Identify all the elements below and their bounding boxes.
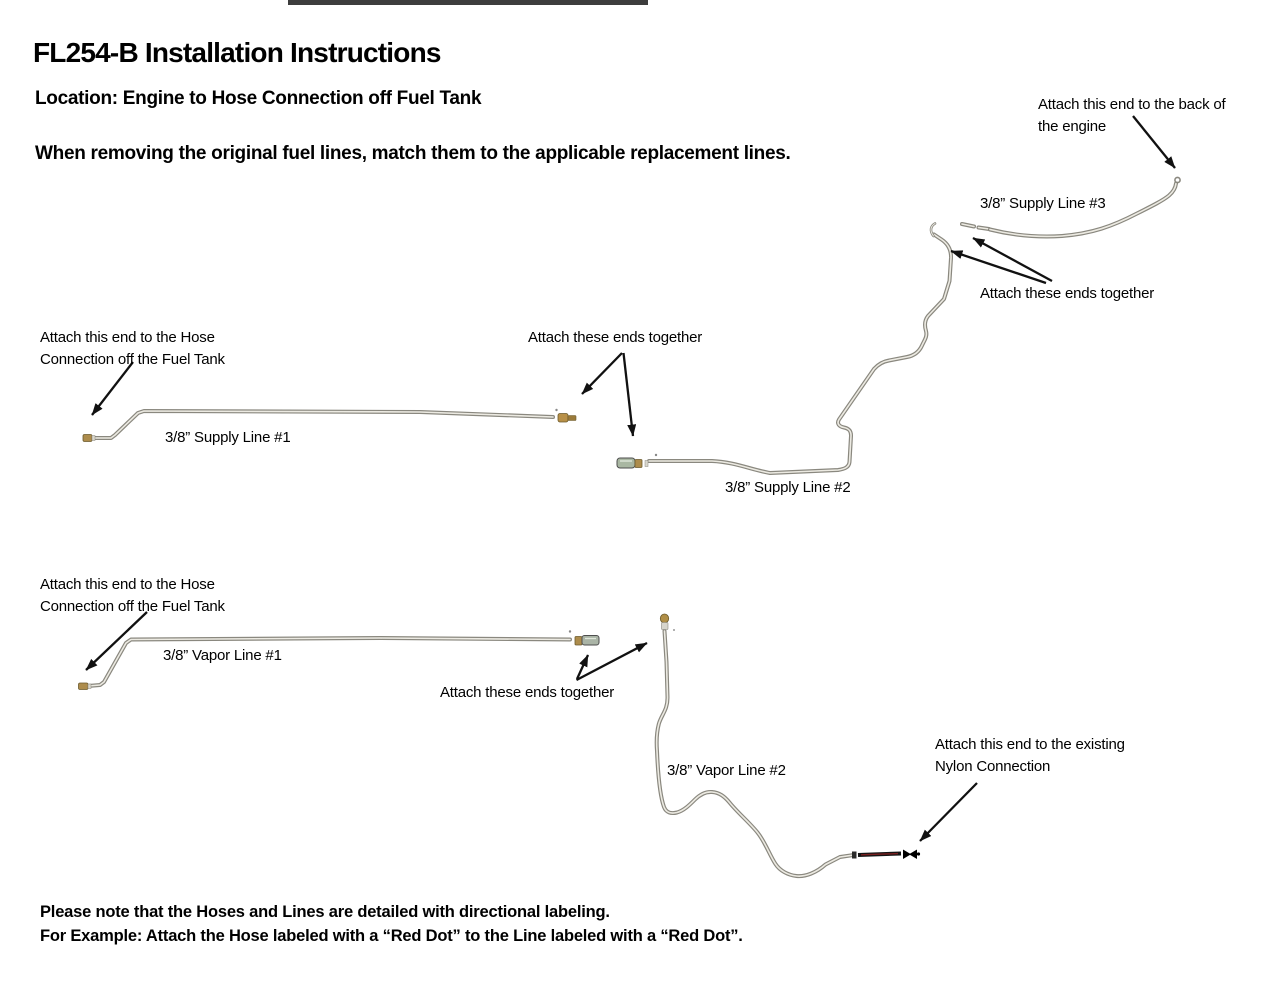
page-title: FL254-B Installation Instructions	[33, 37, 441, 68]
vapor-line-2-top-fitting	[659, 613, 675, 631]
location-line: Location: Engine to Hose Connection off …	[35, 88, 482, 109]
arrow-vapor1-to-fuel-tank-end	[85, 611, 148, 671]
arrow-join12-to-supply2-end	[622, 352, 637, 437]
intro-note: When removing the original fuel lines, m…	[35, 143, 791, 164]
annotation-engine-end: Attach this end to the back of the engin…	[1038, 94, 1226, 138]
vapor-line-2-label: 3/8” Vapor Line #2	[667, 762, 786, 779]
annotation-join-vapor-1-2: Attach these ends together	[440, 684, 615, 701]
supply-line-2-tube	[647, 222, 954, 475]
supply-line-1-left-fitting	[82, 434, 96, 442]
supply-line-1-label: 3/8” Supply Line #1	[165, 429, 291, 446]
annotation-join-supply-2-3: Attach these ends together	[980, 285, 1155, 302]
arrow-join12-to-supply1-end	[581, 352, 623, 395]
cropped-top-bar	[288, 0, 648, 5]
arrow-joinv-to-vapor2-end	[575, 641, 648, 682]
vapor-line-1-right-fitting	[568, 630, 600, 646]
annotation-line: Attach this end to the existing	[935, 736, 1125, 753]
vapor-line-1-left-fitting	[78, 682, 92, 690]
annotation-supply1-fuel-tank-end: Attach this end to the Hose Connection o…	[40, 327, 225, 371]
supply-line-3-label: 3/8” Supply Line #3	[980, 195, 1106, 212]
annotation-line: Attach this end to the Hose	[40, 329, 215, 346]
supply-line-1-right-fitting	[555, 408, 577, 423]
arrow-joinv-to-vapor1-end	[575, 654, 590, 680]
arrow-to-engine-end	[1132, 115, 1176, 169]
annotation-line: the engine	[1038, 118, 1107, 135]
vapor-line-2-nylon-end	[852, 849, 921, 859]
supply-line-2-label: 3/8” Supply Line #2	[725, 479, 851, 496]
annotation-nylon-connection-end: Attach this end to the existing Nylon Co…	[935, 734, 1125, 778]
vapor-line-1-tube	[86, 636, 572, 688]
vapor-line-2-tube	[654, 629, 854, 879]
footer-note: Please note that the Hoses and Lines are…	[40, 900, 743, 948]
annotation-line: Nylon Connection	[935, 758, 1051, 775]
footer-line-1: Please note that the Hoses and Lines are…	[40, 903, 610, 921]
annotation-line: Attach this end to the back of	[1038, 96, 1226, 113]
arrow-supply1-to-fuel-tank-end	[91, 361, 134, 416]
annotation-line: Attach this end to the Hose	[40, 576, 215, 593]
annotation-line: Connection off the Fuel Tank	[40, 598, 225, 615]
arrow-join23-to-supply3-end	[972, 236, 1053, 283]
supply-line-2-left-fitting	[616, 453, 658, 469]
annotation-join-supply-1-2: Attach these ends together	[528, 329, 703, 346]
annotation-vapor1-fuel-tank-end: Attach this end to the Hose Connection o…	[40, 574, 225, 618]
arrow-to-nylon-connection	[919, 782, 978, 842]
footer-line-2: For Example: Attach the Hose labeled wit…	[40, 927, 743, 945]
supply-line-1-tube	[86, 409, 555, 440]
annotation-line: Connection off the Fuel Tank	[40, 351, 225, 368]
arrow-join23-to-supply2-end	[950, 249, 1047, 285]
vapor-line-1-label: 3/8” Vapor Line #1	[163, 647, 282, 664]
supply-line-3-tube	[960, 176, 1181, 239]
